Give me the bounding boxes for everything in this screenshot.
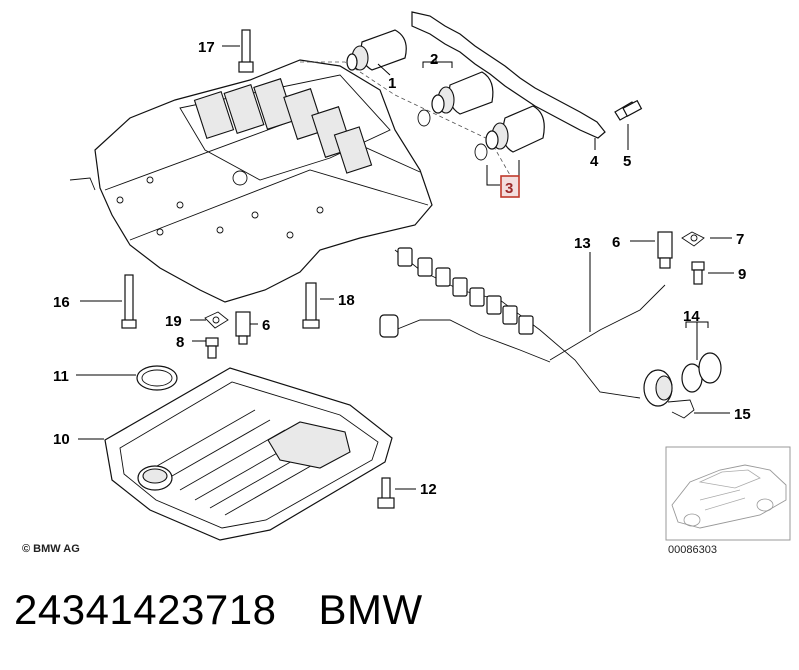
bolt-16 <box>121 274 137 329</box>
wiring-harness-13 <box>379 247 673 407</box>
solenoid-3 <box>474 105 545 161</box>
callout-11: 11 <box>53 368 69 385</box>
valve-body <box>69 59 511 303</box>
callout-14: 14 <box>683 308 700 325</box>
callout-7: 7 <box>736 231 744 248</box>
callout-3-highlight-box <box>500 175 520 198</box>
callout-12: 12 <box>420 481 437 498</box>
clip-15 <box>667 399 695 419</box>
filter-pan-10 <box>104 367 393 541</box>
callout-16: 16 <box>53 294 70 311</box>
callout-4: 4 <box>590 153 599 170</box>
bolt-5 <box>614 99 643 121</box>
car-thumbnail <box>665 446 791 541</box>
parts-diagram: 17 1 2 3 4 5 6 6 7 8 9 10 11 12 13 14 15… <box>22 11 791 556</box>
bolt-9 <box>691 261 705 285</box>
o-rings-14 <box>681 352 722 393</box>
callout-6-left: 6 <box>262 317 270 334</box>
callout-labels: 17 1 2 3 4 5 6 6 7 8 9 10 11 12 13 14 15… <box>53 39 751 498</box>
callout-19: 19 <box>165 313 182 330</box>
bolt-18 <box>302 282 320 329</box>
gasket-11 <box>136 365 178 391</box>
leader-lines <box>76 45 734 490</box>
callout-9: 9 <box>738 266 746 283</box>
bolt-17 <box>238 29 254 73</box>
callout-1: 1 <box>388 75 396 92</box>
callout-17: 17 <box>198 39 215 56</box>
callout-3: 3 <box>505 180 513 197</box>
part-number: 24341423718 <box>14 586 277 633</box>
clip-7 <box>681 231 705 247</box>
reference-number: 00086303 <box>668 544 717 556</box>
harness-strip-4 <box>411 11 606 139</box>
bolt-12 <box>377 477 395 509</box>
copyright-text: © BMW AG <box>22 543 80 555</box>
callout-18: 18 <box>338 292 355 309</box>
callout-10: 10 <box>53 431 70 448</box>
sensor-6-right <box>657 231 673 269</box>
brand-name: BMW <box>318 586 423 633</box>
callout-2: 2 <box>430 51 438 68</box>
clip-19 <box>204 311 229 329</box>
callout-5: 5 <box>623 153 631 170</box>
solenoid-2 <box>417 71 494 127</box>
callout-8: 8 <box>176 334 184 351</box>
footer-caption: 24341423718 BMW <box>14 586 465 634</box>
bolt-8 <box>205 337 219 359</box>
callout-6-right: 6 <box>612 234 620 251</box>
callout-13: 13 <box>574 235 591 252</box>
solenoid-1 <box>346 29 407 71</box>
sensor-6-left <box>235 311 251 345</box>
callout-15: 15 <box>734 406 751 423</box>
